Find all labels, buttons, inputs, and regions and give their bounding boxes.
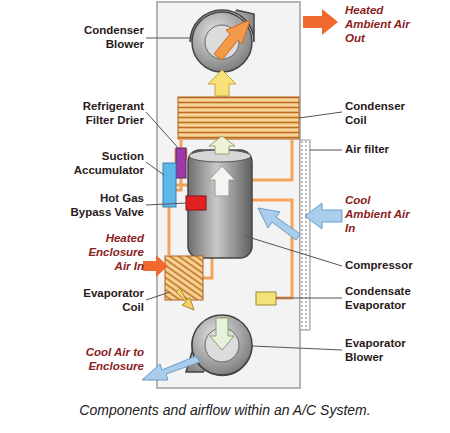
bypass-valve — [186, 196, 206, 210]
leader-line — [146, 112, 180, 150]
airflow-arrow — [214, 20, 250, 60]
condensate-evaporator — [256, 292, 276, 305]
airflow-arrow — [210, 318, 234, 350]
leader-line — [146, 38, 192, 39]
refrigerant-line — [168, 207, 171, 255]
filter-drier — [176, 148, 186, 178]
figure-caption: Components and airflow within an A/C Sys… — [0, 402, 450, 418]
air-filter — [300, 140, 310, 330]
condenser-blower — [192, 12, 252, 72]
airflow-label: Heated Ambient Air Out — [345, 4, 417, 45]
part-label: Evaporator Blower — [345, 337, 425, 365]
airflow-arrow — [258, 208, 300, 240]
part-label: Condenser Coil — [345, 100, 415, 128]
airflow-label: Cool Ambient Air In — [345, 194, 415, 235]
airflow-label: Cool Air to Enclosure — [74, 346, 144, 374]
part-label: Condenser Blower — [74, 24, 144, 52]
part-label: Hot Gas Bypass Valve — [64, 192, 144, 220]
part-label: Suction Accumulator — [69, 150, 144, 178]
part-label: Compressor — [345, 259, 435, 273]
airflow-arrow — [142, 356, 200, 380]
cabinet — [157, 2, 300, 388]
condenser-coil — [178, 97, 299, 139]
leader-line — [276, 298, 342, 299]
evaporator-coil — [165, 256, 203, 300]
refrigerant-line — [180, 139, 183, 148]
leader-line — [299, 112, 342, 118]
leader-line — [245, 236, 342, 266]
airflow-arrow — [303, 9, 338, 35]
airflow-arrow — [176, 288, 194, 310]
airflow-arrow — [143, 255, 168, 277]
airflow-arrow — [208, 70, 236, 96]
part-label: Evaporator Coil — [74, 287, 144, 315]
suction-accumulator — [163, 163, 176, 207]
leader-line — [146, 203, 187, 205]
evaporator-blower — [192, 315, 252, 375]
leader-line — [146, 162, 164, 175]
leader-line — [310, 150, 342, 151]
leader-line — [146, 292, 170, 300]
refrigerant-line — [252, 139, 292, 180]
airflow-label: Heated Enclosure Air In — [80, 232, 144, 273]
leader-line — [252, 346, 342, 350]
part-label: Air filter — [345, 143, 435, 157]
part-label: Condensate Evaporator — [345, 285, 425, 313]
airflow-arrow — [305, 203, 342, 229]
refrigerant-line — [203, 258, 212, 278]
part-label: Refrigerant Filter Drier — [69, 100, 144, 128]
airflow-arrow — [209, 136, 235, 154]
airflow-arrow — [209, 166, 235, 196]
leader-lines — [146, 38, 342, 350]
